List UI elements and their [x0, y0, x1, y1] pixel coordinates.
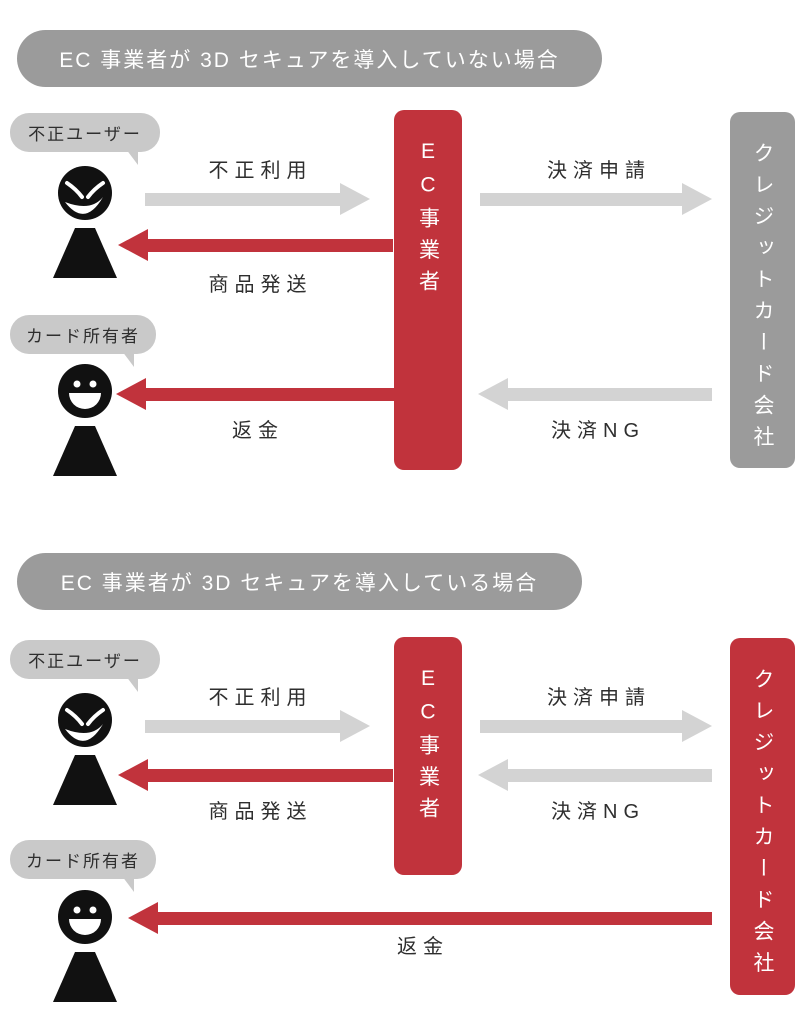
ec-merchant-box: EC事業者: [394, 637, 462, 875]
arrow-label-pay-ng: 決済NG: [551, 801, 645, 823]
arrow-pay-ng: [478, 378, 712, 410]
fraud-user-label: 不正ユーザー: [28, 125, 142, 144]
smiley-face-icon: [58, 364, 112, 418]
ec-merchant-box: EC事業者: [394, 110, 462, 470]
arrow-head-icon: [682, 183, 712, 215]
arrow-pay-request: [480, 183, 712, 215]
arrow-head-icon: [118, 229, 148, 261]
card-holder-label: カード所有者: [26, 327, 140, 346]
arrow-label-pay-request: 決済申請: [547, 687, 651, 709]
arrow-head-icon: [478, 759, 508, 791]
evil-face-icon: [58, 166, 112, 220]
arrow-head-icon: [340, 710, 370, 742]
arrow-label-pay-ng: 決済NG: [551, 420, 645, 442]
arrow-head-icon: [682, 710, 712, 742]
card-company-box: クレジットカード会社: [730, 112, 795, 468]
arrow-head-icon: [128, 902, 158, 934]
ec-merchant-label: EC事業者: [416, 140, 440, 302]
arrow-label-ship: 商品発送: [208, 801, 313, 823]
arrow-shaft: [146, 387, 394, 401]
arrow-fraud-use: [145, 183, 370, 215]
section2-title-pill: EC 事業者が 3D セキュアを導入している場合: [17, 553, 582, 610]
arrow-fraud-use: [145, 710, 370, 742]
arrow-refund-long: [128, 902, 712, 934]
card-holder-bubble: カード所有者: [10, 315, 156, 367]
arrow-label-ship: 商品発送: [208, 274, 313, 296]
arrow-shaft: [508, 768, 712, 782]
arrow-pay-ng: [478, 759, 712, 791]
arrow-head-icon: [116, 378, 146, 410]
card-holder-label: カード所有者: [26, 852, 140, 871]
fraud-user-figure: [53, 166, 117, 278]
card-company-label: クレジットカード会社: [751, 668, 774, 983]
figure-body: [53, 952, 117, 1002]
arrow-ship: [118, 759, 393, 791]
evil-face-icon: [58, 693, 112, 747]
arrow-shaft: [145, 719, 340, 733]
arrow-head-icon: [478, 378, 508, 410]
arrow-shaft: [480, 719, 682, 733]
smiley-face-icon: [58, 890, 112, 944]
arrow-label-fraud-use: 不正利用: [208, 687, 313, 709]
figure-body: [53, 755, 117, 805]
card-company-box: クレジットカード会社: [730, 638, 795, 995]
arrow-shaft: [145, 192, 340, 206]
arrow-head-icon: [118, 759, 148, 791]
figure-body: [53, 426, 117, 476]
arrow-refund: [116, 378, 394, 410]
arrow-label-pay-request: 決済申請: [547, 160, 651, 182]
fraud-user-label: 不正ユーザー: [28, 652, 142, 671]
figure-body: [53, 228, 117, 278]
section1-title: EC 事業者が 3D セキュアを導入していない場合: [59, 48, 560, 72]
card-holder-figure: [53, 364, 117, 476]
arrow-shaft: [148, 238, 393, 252]
arrow-label-fraud-use: 不正利用: [208, 160, 313, 182]
arrow-head-icon: [340, 183, 370, 215]
arrow-shaft: [508, 387, 712, 401]
fraud-user-bubble: 不正ユーザー: [10, 640, 160, 692]
arrow-ship: [118, 229, 393, 261]
card-company-label: クレジットカード会社: [751, 142, 774, 457]
fraud-user-figure: [53, 693, 117, 805]
ec-merchant-label: EC事業者: [416, 667, 440, 829]
card-holder-bubble: カード所有者: [10, 840, 156, 892]
fraud-user-bubble: 不正ユーザー: [10, 113, 160, 165]
arrow-pay-request: [480, 710, 712, 742]
arrow-shaft: [158, 911, 712, 925]
arrow-shaft: [148, 768, 393, 782]
section2-title: EC 事業者が 3D セキュアを導入している場合: [60, 571, 539, 595]
section1-title-pill: EC 事業者が 3D セキュアを導入していない場合: [17, 30, 602, 87]
card-holder-figure: [53, 890, 117, 1002]
arrow-shaft: [480, 192, 682, 206]
arrow-label-refund: 返金: [397, 936, 449, 958]
arrow-label-refund: 返金: [232, 420, 284, 442]
